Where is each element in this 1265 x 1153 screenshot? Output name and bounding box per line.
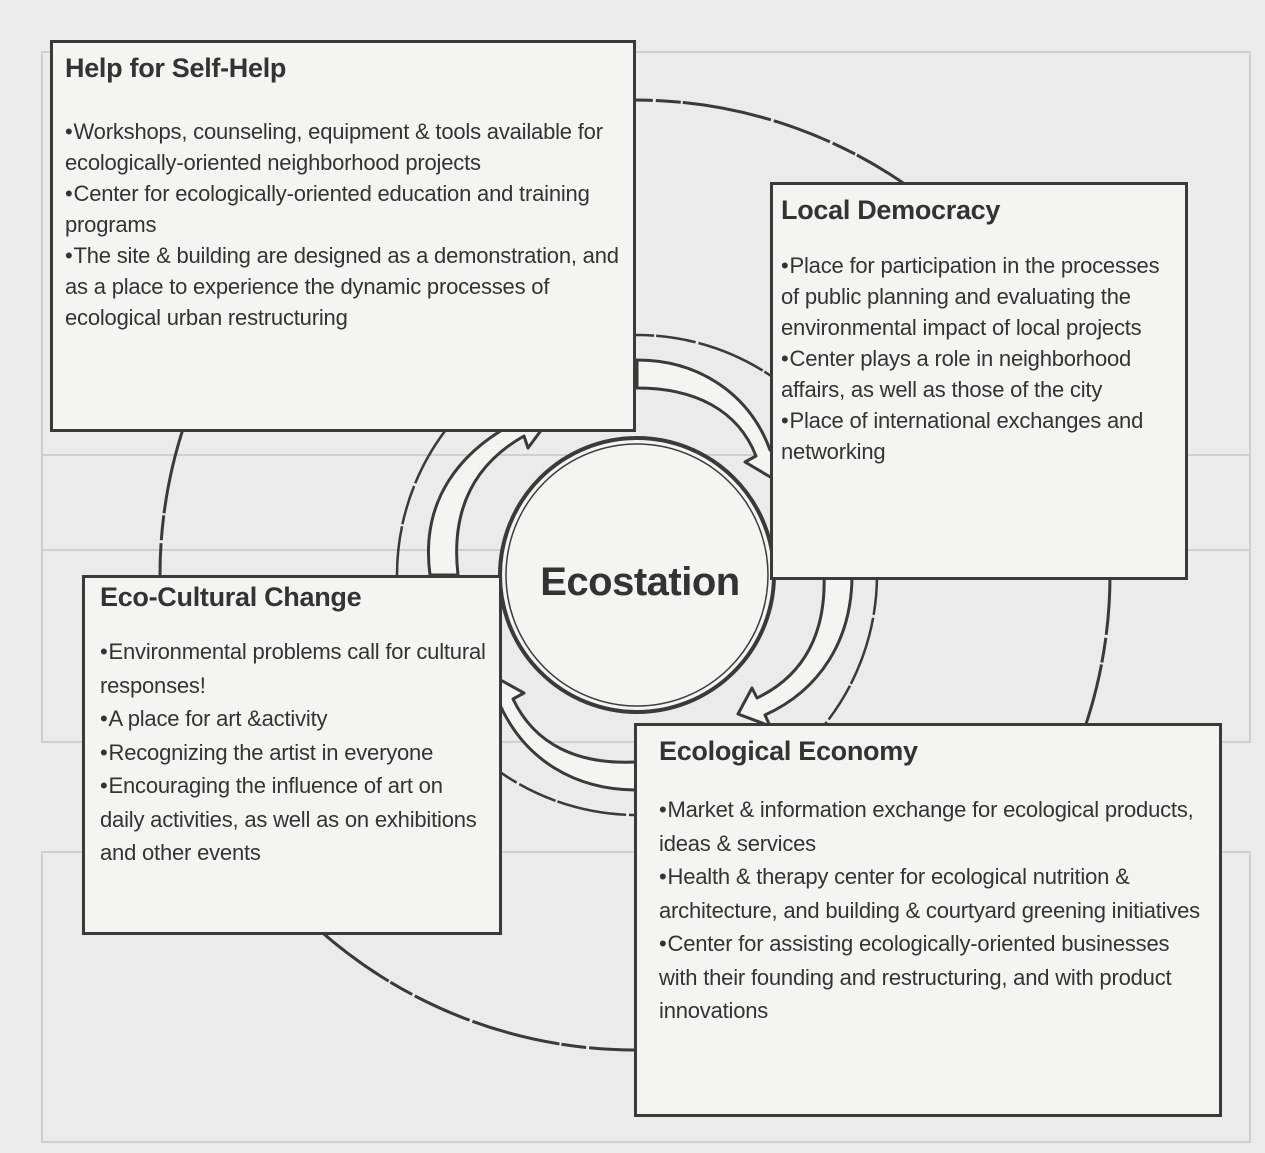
box-title: Help for Self-Help xyxy=(65,53,287,83)
item-list: Place for participation in the processes… xyxy=(781,250,1177,467)
item-list: Environmental problems call for cultural… xyxy=(100,635,491,870)
list-item: Place of international exchanges and net… xyxy=(781,405,1177,467)
list-item: Center for assisting ecologically-orient… xyxy=(659,927,1211,1028)
inner-circle-edge xyxy=(505,443,769,707)
arrow-right-bottom xyxy=(736,573,854,728)
list-item: Place for participation in the processes… xyxy=(781,250,1177,343)
item-list: Market & information exchange for ecolog… xyxy=(659,793,1211,1028)
list-item: A place for art &activity xyxy=(100,702,491,736)
list-item: Market & information exchange for ecolog… xyxy=(659,793,1211,860)
ecological-economy-box: Ecological Economy Market & information … xyxy=(634,723,1222,1117)
list-item: Recognizing the artist in everyone xyxy=(100,736,491,770)
item-list: Workshops, counseling, equipment & tools… xyxy=(65,116,623,333)
ecostation-title: Ecostation xyxy=(540,560,740,604)
list-item: Environmental problems call for cultural… xyxy=(100,635,491,702)
list-item: The site & building are designed as a de… xyxy=(65,240,623,333)
box-title: Local Democracy xyxy=(781,195,1001,225)
eco-cultural-change-box: Eco-Cultural Change Environmental proble… xyxy=(82,575,502,935)
list-item: Center plays a role in neighborhood affa… xyxy=(781,343,1177,405)
list-item: Encouraging the influence of art on dail… xyxy=(100,769,491,870)
help-for-self-help-box: Help for Self-Help Workshops, counseling… xyxy=(50,40,636,432)
list-item: Center for ecologically-oriented educati… xyxy=(65,178,623,240)
box-title: Eco-Cultural Change xyxy=(100,582,362,612)
local-democracy-box: Local Democracy Place for participation … xyxy=(770,182,1188,580)
box-title: Ecological Economy xyxy=(659,736,918,766)
list-item: Workshops, counseling, equipment & tools… xyxy=(65,116,623,178)
list-item: Health & therapy center for ecological n… xyxy=(659,860,1211,927)
